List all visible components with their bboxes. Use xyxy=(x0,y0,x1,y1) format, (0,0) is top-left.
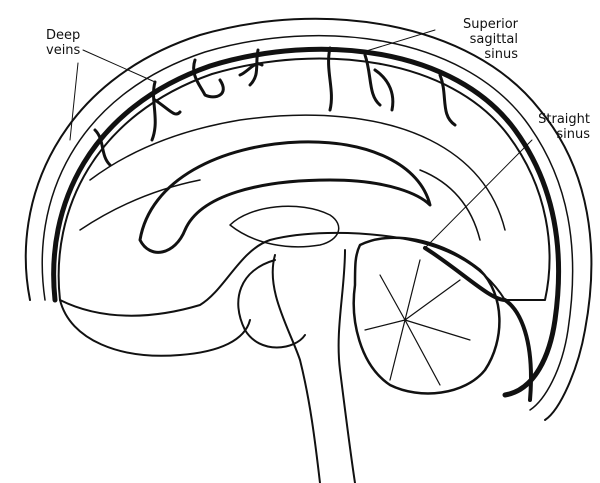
skull-outer-outline xyxy=(24,17,593,421)
gyri-contours xyxy=(79,114,506,241)
cerebellum-folia xyxy=(364,259,471,386)
label-line: Superior xyxy=(463,17,518,32)
label-line: sinus xyxy=(484,47,518,62)
label-line: Straight xyxy=(538,112,590,127)
superior-sagittal-sinus xyxy=(51,46,562,398)
label-line: sagittal xyxy=(469,32,518,47)
cortical-vein xyxy=(238,48,264,87)
label-line: veins xyxy=(46,43,81,58)
straight-sinus-vessel xyxy=(423,246,533,402)
leader-line-deep-veins xyxy=(69,62,79,141)
corpus-callosum xyxy=(138,140,432,254)
cortical-vein xyxy=(93,128,112,167)
cortical-vein xyxy=(327,46,333,112)
label-line: sinus xyxy=(556,127,590,142)
cerebrum-outline xyxy=(57,57,551,317)
cortical-vein xyxy=(150,80,182,142)
cortical-vein xyxy=(438,73,457,127)
leader-line-superior-sagittal-sinus xyxy=(362,29,436,53)
leader-line-straight-sinus xyxy=(424,139,533,249)
pons xyxy=(237,259,306,349)
leader-line-deep-veins xyxy=(82,49,156,83)
label-line: Deep xyxy=(46,28,81,43)
brainstem xyxy=(271,249,356,483)
label-superior-sagittal-sinus: Superior sagittal sinus xyxy=(440,17,518,62)
cortical-vein xyxy=(192,58,225,99)
skull-inner-outline xyxy=(41,34,574,411)
temporal-lobe xyxy=(59,299,251,357)
label-deep-veins: Deep veins xyxy=(46,28,80,58)
cerebellum xyxy=(352,236,501,395)
label-straight-sinus: Straight sinus xyxy=(530,112,590,142)
thalamus xyxy=(229,205,340,248)
cortical-vein xyxy=(363,53,395,112)
